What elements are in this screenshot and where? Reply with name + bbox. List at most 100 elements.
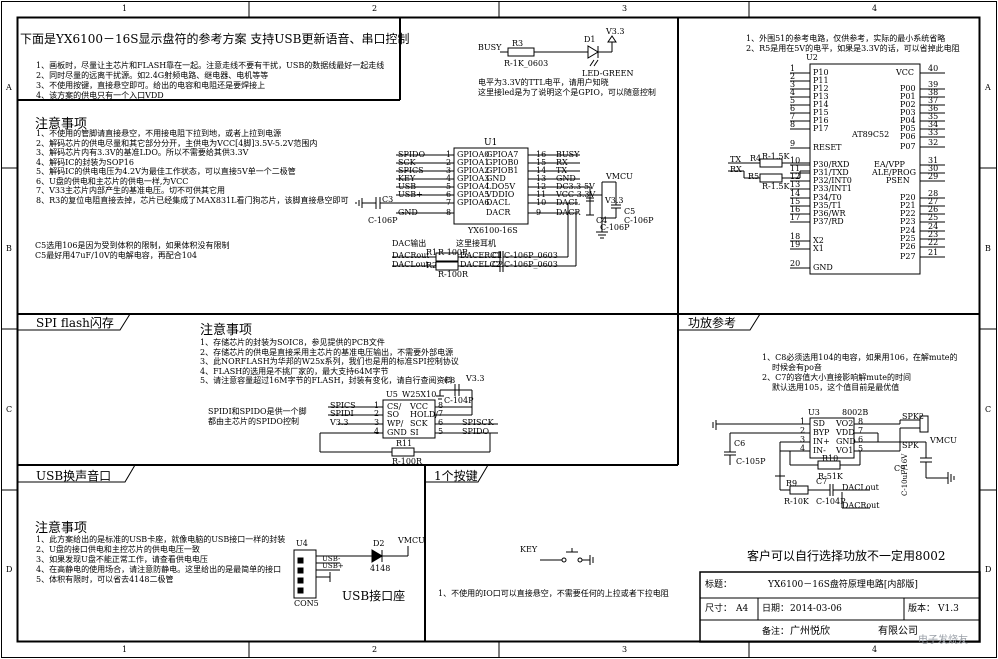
u3-left-name: IN+ bbox=[813, 437, 830, 446]
spi-side-note: SPIDI和SPIDO是供一个脚 bbox=[208, 407, 307, 416]
u2-left-pin: 5 bbox=[790, 96, 796, 105]
u5-right-name: SCK bbox=[410, 419, 428, 428]
usb-connector-label: USB接口座 bbox=[342, 589, 406, 603]
u2-left-name: P16 bbox=[813, 116, 829, 125]
date-label: 日期： bbox=[762, 604, 790, 614]
u2-left-name: P11 bbox=[813, 76, 829, 85]
c5-note: C5最好用47uF/10V的电解电容，再配合104 bbox=[35, 251, 198, 260]
u2-left-name: P10 bbox=[813, 68, 829, 77]
u2-left-name: GND bbox=[813, 263, 833, 272]
u2-right-name: ALE/PROG bbox=[872, 168, 916, 177]
u2-left-name: P37/RD bbox=[813, 217, 844, 226]
frame-col-label: 4 bbox=[872, 645, 878, 654]
u2-left-pin: 8 bbox=[790, 120, 796, 129]
note-line: 2、同时尽量的远离干扰源。如2.4G射频电路、继电器、电机等等 bbox=[36, 71, 269, 80]
u1-right-net: RX bbox=[556, 158, 568, 167]
u2-left-pin: 6 bbox=[790, 104, 796, 113]
u2-left-name: P32/INT0 bbox=[813, 176, 852, 185]
notes-heading: 注意事项 bbox=[200, 323, 253, 338]
mcu-note: 2、R5是用在5V的电平，如果是3.3V的话，可以省掉此电阻 bbox=[746, 44, 960, 53]
u2-left-pin: 3 bbox=[790, 80, 796, 89]
u2-left-name: P36/WR bbox=[813, 209, 846, 218]
spk-ref: SPK2 bbox=[902, 412, 924, 421]
u1-left-net: SPICS bbox=[398, 166, 424, 175]
u1-left-net: USB+ bbox=[398, 190, 423, 199]
note-line: 3、如果发现U盘不能正常工作，请查看供电电压 bbox=[36, 555, 208, 564]
section-header-usb: USB换声音口 bbox=[36, 469, 112, 483]
u5-left-pin: 3 bbox=[374, 418, 380, 427]
r10-value: R-51K bbox=[818, 472, 843, 481]
c7-value: C-104P bbox=[816, 497, 846, 506]
u2-right-pin: 40 bbox=[928, 64, 939, 73]
u3-right-name: GND bbox=[836, 437, 856, 446]
c5-value: C-106P bbox=[624, 216, 654, 225]
u5-left-pin: 2 bbox=[374, 409, 380, 418]
u2-left-name: P13 bbox=[813, 92, 829, 101]
dac-note: 这里接耳机 bbox=[456, 239, 496, 248]
u1-left-net: USB- bbox=[398, 182, 419, 191]
u2-right-pin: 29 bbox=[928, 172, 939, 181]
u2-left-name: P35/T1 bbox=[813, 201, 842, 210]
frame-col-label: 1 bbox=[122, 4, 128, 13]
u2-right-name: P26 bbox=[900, 242, 916, 251]
c4-value: C-106P bbox=[600, 223, 630, 232]
remark-value: 有限公司 bbox=[878, 626, 918, 637]
note-line: 7、V33主芯片内部产生的基准电压。切不可供其它用 bbox=[36, 186, 226, 195]
u2-right-name: P04 bbox=[900, 116, 916, 125]
d2-ref: D2 bbox=[373, 539, 385, 548]
u2-right-name: P07 bbox=[900, 142, 916, 151]
u1-ref: U1 bbox=[484, 138, 498, 148]
u1-left-pin: 7 bbox=[446, 198, 452, 207]
remark-label: 备注： bbox=[762, 627, 790, 637]
u2-right-pin: 35 bbox=[928, 112, 939, 121]
u1-left-pin: 1 bbox=[446, 150, 452, 159]
note-line: 4、解码IC的封装为SOP16 bbox=[36, 157, 134, 167]
u1-left-net: SPIDO bbox=[398, 150, 425, 159]
date-value: 2014-03-06 bbox=[790, 604, 842, 614]
u1-right-pin: 11 bbox=[536, 190, 547, 199]
u2-right-pin: 39 bbox=[928, 80, 939, 89]
c3-ref: C3 bbox=[382, 195, 394, 204]
frame-row-label: B bbox=[985, 244, 991, 253]
u2-left-pin: 15 bbox=[790, 197, 801, 206]
section-header-key: 1个按键 bbox=[434, 469, 478, 483]
u1-left-net: KEY bbox=[398, 174, 416, 183]
net-label-usbp: USB+ bbox=[322, 562, 344, 570]
u5-left-name: GND bbox=[387, 428, 407, 437]
net-label-key: KEY bbox=[520, 545, 538, 554]
mcu-note: 1、外围51的参考电路，仅供参考，实际的最小系统省略 bbox=[746, 34, 946, 43]
c9-ref: C9 bbox=[894, 464, 906, 473]
u1-left-name: GPIOA6 bbox=[457, 198, 490, 207]
size-label: 尺寸： bbox=[705, 604, 733, 614]
u5-right-name: VCC bbox=[410, 402, 429, 411]
u1-left-pin: 8 bbox=[446, 208, 452, 217]
u1-left-name: GPIOA4 bbox=[457, 182, 490, 191]
frame-row-label: A bbox=[6, 83, 12, 92]
frame-row-label: D bbox=[985, 565, 992, 574]
u2-ref: U2 bbox=[806, 53, 818, 62]
u1-right-name: GND bbox=[486, 174, 506, 183]
version-value: V1.3 bbox=[938, 604, 959, 614]
v33-label: V3.3 bbox=[466, 374, 485, 383]
u5-left-net: SPIDI bbox=[330, 409, 354, 418]
u2-right-name: P01 bbox=[900, 92, 916, 101]
r11-value: R-100R bbox=[392, 457, 423, 466]
u1-right-net: BUSY bbox=[556, 150, 580, 159]
u5-left-name: SO bbox=[387, 410, 400, 419]
net-label-dacerc1: DACERC1 bbox=[460, 251, 502, 260]
r3-ref: R3 bbox=[512, 39, 524, 48]
net-label-daclout: DACLout bbox=[842, 483, 879, 492]
c8-ref: C8 bbox=[444, 376, 456, 385]
note-line: 2、存储芯片的供电是直接采用主芯片的基准电压输出，不需要外部电源 bbox=[200, 347, 454, 357]
u5-ref: U5 bbox=[386, 390, 398, 399]
note-line: 8、R3的复位电阻直接去掉，芯片已经集成了MAX831L看门狗芯片，该脚直接悬空… bbox=[36, 195, 349, 205]
u1-right-name: GPIOA7 bbox=[486, 150, 519, 159]
note-line: 5、体积有限时，可以省去4148二极管 bbox=[36, 575, 174, 584]
u1-left-pin: 2 bbox=[446, 158, 452, 167]
c7-ref: C7 bbox=[816, 477, 828, 486]
u5-right-pin: 6 bbox=[438, 418, 444, 427]
u2-left-name: X1 bbox=[813, 244, 824, 253]
vmcu-label: VMCU bbox=[606, 172, 633, 181]
u5-right-pin: 8 bbox=[438, 401, 444, 410]
